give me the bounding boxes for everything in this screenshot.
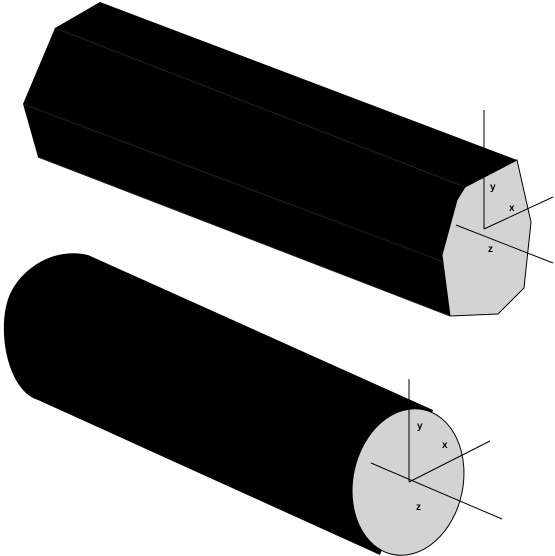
prism-x-label: x <box>509 203 515 214</box>
cylinder-axes <box>370 379 503 520</box>
cylinder-z-axis <box>370 462 503 520</box>
cylinder-z-label: z <box>416 502 421 513</box>
prism-z-axis <box>455 224 554 264</box>
prism-lateral-edge-top <box>54 27 466 188</box>
cylinder: y x z <box>3 253 503 556</box>
prism-z-label: z <box>488 244 493 255</box>
prism-axes <box>455 110 554 264</box>
prism-end-face <box>441 159 532 317</box>
prism-body <box>23 2 517 316</box>
prism-lateral-edge-mid <box>22 103 445 263</box>
octagonal-prism: y x z <box>22 2 554 317</box>
prism-y-label: y <box>490 182 496 193</box>
prism-x-axis <box>483 196 554 230</box>
cylinder-x-label: x <box>442 440 448 451</box>
cylinder-body <box>3 253 434 555</box>
prism-lateral-edge-bottom <box>37 156 451 317</box>
cylinder-end-face <box>351 408 465 556</box>
cylinder-x-axis <box>408 440 491 483</box>
cylinder-y-label: y <box>417 421 423 432</box>
